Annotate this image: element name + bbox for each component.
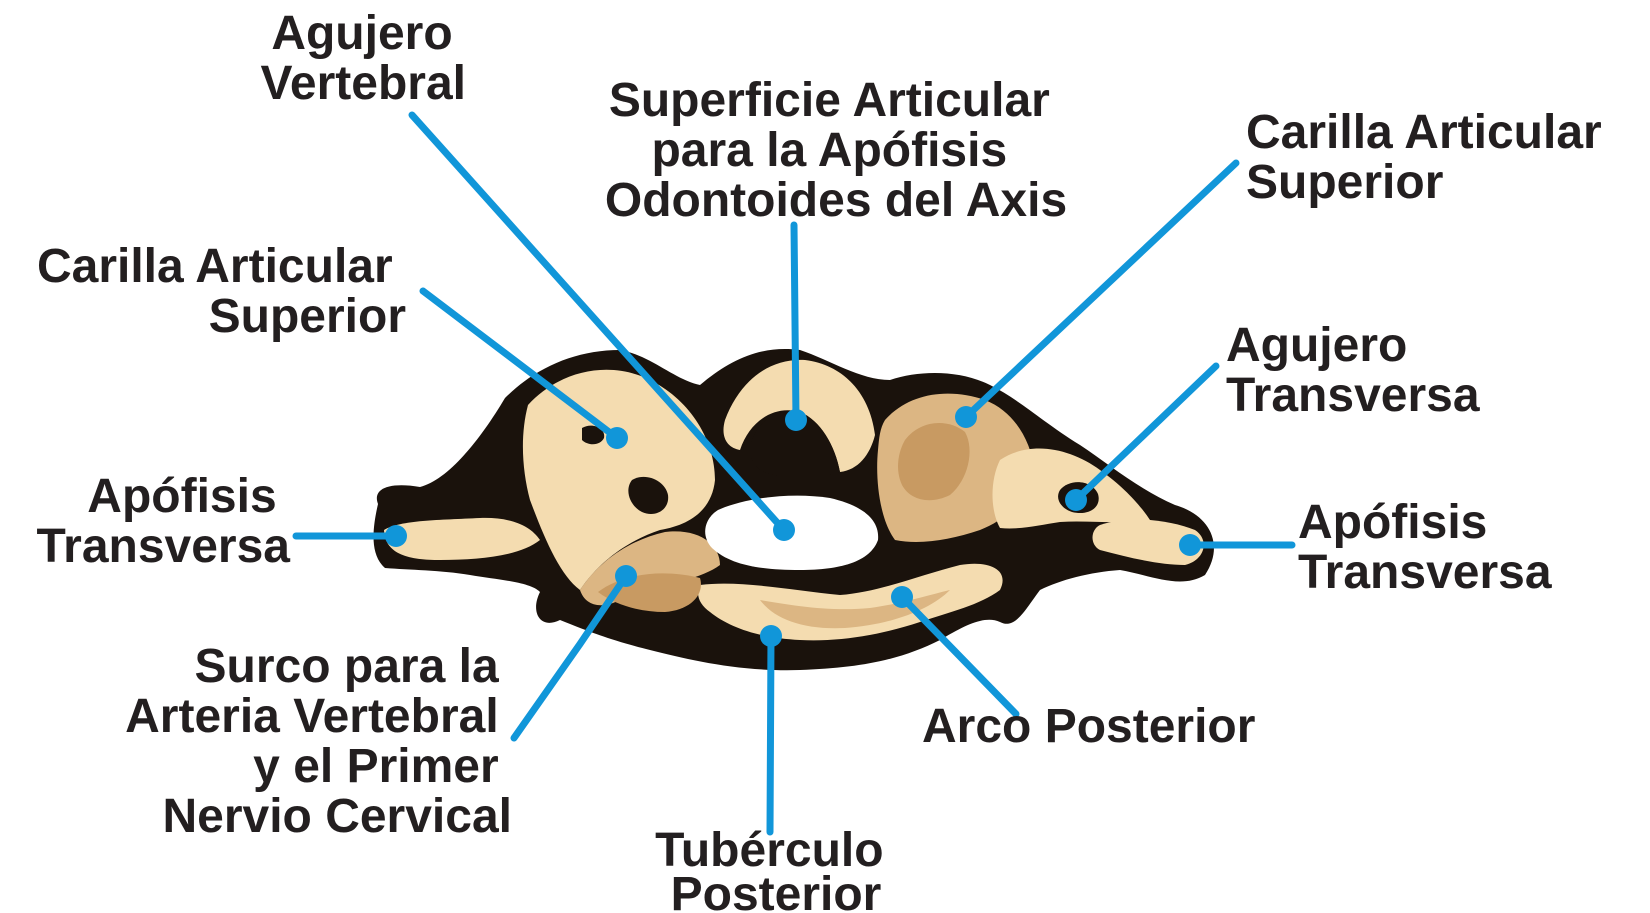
- leader-tuberculo: [770, 636, 771, 832]
- label-line: Transversa: [36, 520, 290, 573]
- label-line: Vertebral: [261, 57, 466, 110]
- dot-carilla-right: [955, 406, 977, 428]
- label-line: Transversa: [1298, 546, 1552, 599]
- label-line: Superior: [209, 290, 406, 343]
- label-line: Arteria Vertebral: [125, 690, 499, 743]
- dot-apofisis-right: [1179, 534, 1201, 556]
- label-apofisis-right: Apófisis Transversa: [1298, 496, 1552, 599]
- label-arco-posterior: Arco Posterior: [922, 700, 1255, 753]
- dot-surco: [615, 565, 637, 587]
- label-line: Agujero: [271, 7, 452, 60]
- label-agujero-transverso: Agujero Transversa: [1226, 319, 1480, 422]
- dot-apofisis-left: [385, 525, 407, 547]
- dot-arco-posterior: [891, 586, 913, 608]
- label-line: Odontoides del Axis: [605, 174, 1067, 227]
- label-agujero-vertebral: Agujero Vertebral: [261, 7, 466, 110]
- label-line: Carilla Articular: [1246, 106, 1602, 159]
- label-line: y el Primer: [253, 740, 498, 793]
- label-line: Apófisis: [1298, 496, 1487, 549]
- label-carilla-superior-right: Carilla Articular Superior: [1246, 106, 1615, 209]
- label-line: Arco Posterior: [922, 700, 1255, 753]
- label-apofisis-left: Apófisis Transversa: [36, 470, 290, 573]
- dot-carilla-left: [606, 427, 628, 449]
- label-carilla-superior-left: Carilla Articular Superior: [37, 240, 406, 343]
- dot-vertebral-foramen: [773, 519, 795, 541]
- leader-agujero-transverso: [1076, 366, 1216, 500]
- label-line: Surco para la: [195, 640, 499, 693]
- label-line: Apófisis: [87, 470, 276, 523]
- label-superficie-articular: Superficie Articular para la Apófisis Od…: [605, 74, 1067, 227]
- label-line: para la Apófisis: [651, 124, 1007, 177]
- label-surco: Surco para la Arteria Vertebral y el Pri…: [125, 640, 512, 843]
- leader-superficie-articular: [794, 225, 796, 420]
- label-tuberculo: Tubérculo Posterior: [655, 824, 897, 913]
- dot-foramen-transverso: [1065, 489, 1087, 511]
- label-line: Transversa: [1226, 369, 1480, 422]
- label-line: Superficie Articular: [609, 74, 1050, 127]
- label-line: Agujero: [1226, 319, 1407, 372]
- label-line: Nervio Cervical: [162, 790, 512, 843]
- label-line: Superior: [1246, 156, 1443, 209]
- label-line: Carilla Articular: [37, 240, 393, 293]
- dot-articular-dens: [785, 409, 807, 431]
- dot-tuberculo: [760, 625, 782, 647]
- label-line: Posterior: [671, 868, 882, 913]
